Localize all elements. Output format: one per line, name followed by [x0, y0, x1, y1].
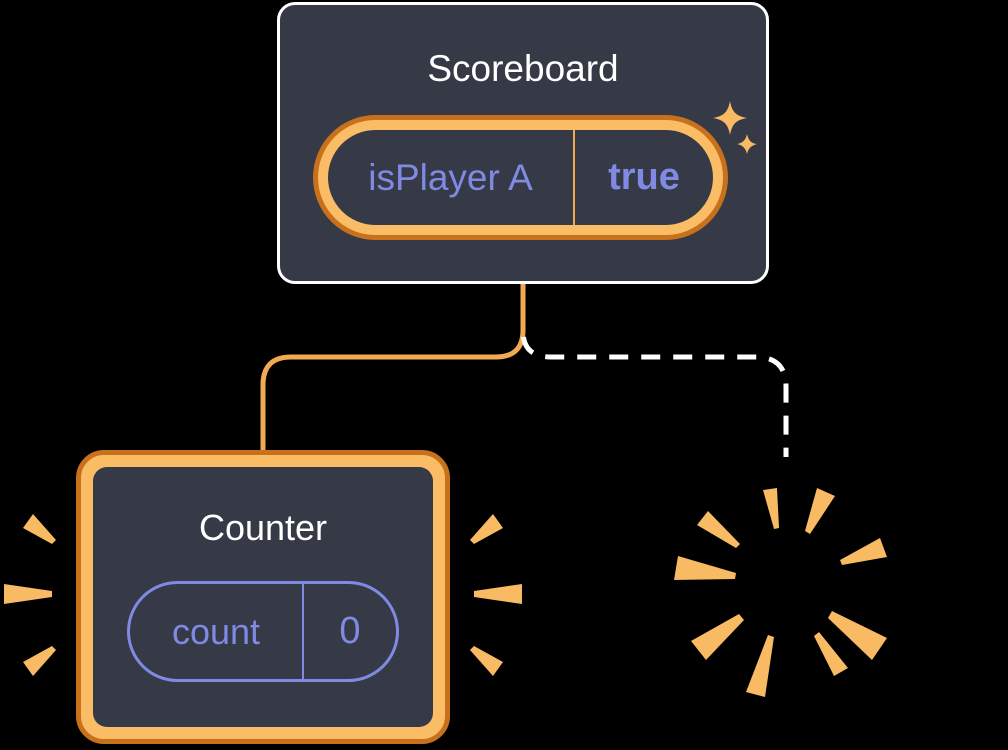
burst-ray [805, 488, 835, 534]
emphasis-ray [23, 514, 56, 544]
counter-state-pill: count 0 [127, 581, 399, 682]
emphasis-ray [470, 646, 503, 676]
sparkle-star-large [713, 101, 747, 135]
burst-ray [828, 611, 887, 660]
sparkle-icon [713, 101, 757, 154]
scoreboard-card: Scoreboard isPlayer A true [277, 2, 769, 284]
edge-solid-scoreboard-counter [260, 281, 526, 458]
burst-ray [697, 511, 740, 548]
state-key: count [130, 584, 304, 679]
burst-ray [691, 614, 744, 660]
emphasis-ray [4, 584, 52, 604]
burst-ray [763, 488, 779, 529]
edge-dashed-scoreboard-removed [520, 330, 789, 457]
scoreboard-state-pill-inner: isPlayer A true [328, 130, 713, 225]
burst-ray [674, 556, 736, 580]
state-value: 0 [339, 610, 361, 652]
burst-ray [814, 632, 848, 676]
emphasis-ray [474, 584, 522, 604]
scoreboard-state-pill: isPlayer A true [313, 115, 728, 240]
emphasis-ray [23, 646, 56, 676]
counter-card: Counter count 0 [76, 450, 450, 744]
state-key: isPlayer A [368, 156, 533, 198]
burst-ray [840, 538, 887, 565]
emphasis-ray [470, 514, 503, 544]
counter-card-inner: Counter count 0 [93, 467, 433, 727]
state-value: true [608, 156, 680, 198]
scoreboard-title: Scoreboard [427, 48, 619, 89]
sparkle-star-small [737, 134, 757, 154]
burst-ray [746, 635, 774, 697]
pill-divider [573, 130, 575, 225]
counter-title: Counter [198, 507, 328, 548]
